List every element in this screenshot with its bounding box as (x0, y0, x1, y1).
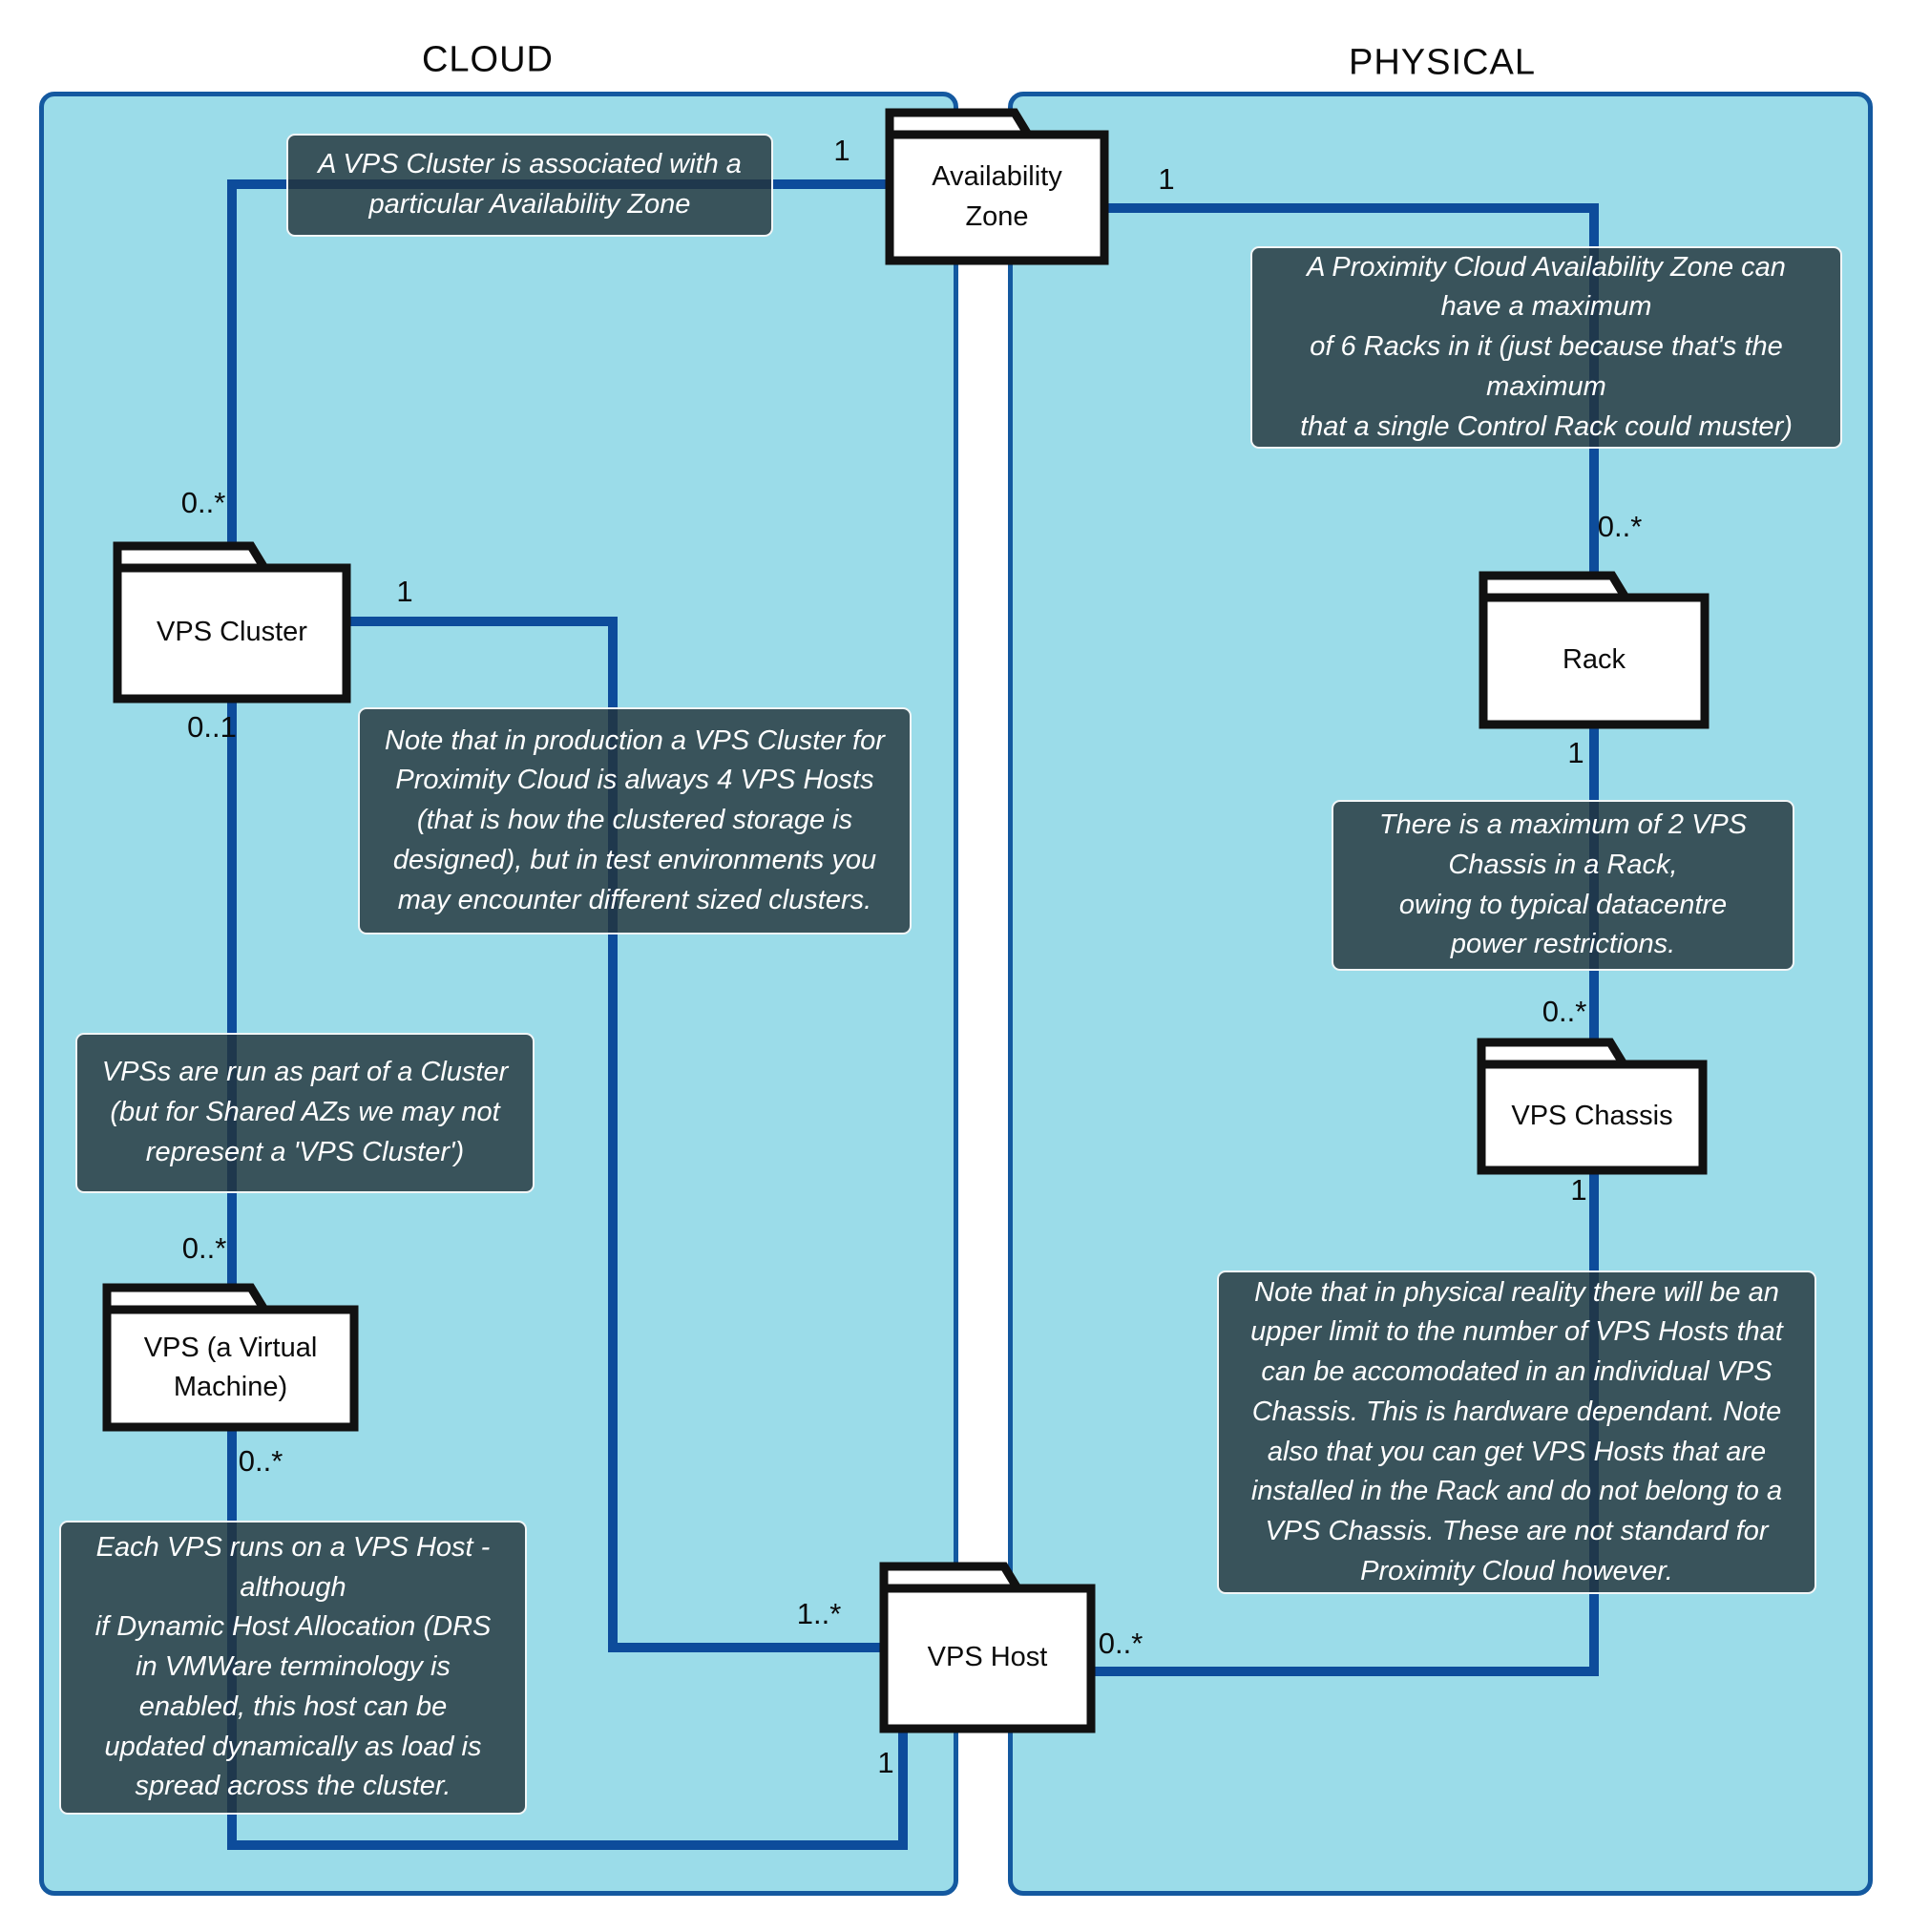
cluster-host-connector-vertical (608, 617, 618, 1652)
package-folder-icon (102, 1283, 359, 1432)
az-racks-note: A Proximity Cloud Availability Zone can … (1250, 246, 1842, 449)
vps-host-note: Each VPS runs on a VPS Host - although i… (59, 1521, 527, 1815)
multiplicity-cluster-right: 1 (396, 575, 413, 608)
chassis-hosts-note: Note that in physical reality there will… (1217, 1270, 1816, 1594)
multiplicity-host-bottom: 1 (877, 1746, 894, 1779)
vps-chassis-label: VPS Chassis (1511, 1101, 1673, 1132)
package-folder-icon (1479, 571, 1710, 729)
package-folder-icon (885, 108, 1109, 265)
multiplicity-rack-bottom: 1 (1567, 736, 1584, 769)
package-folder-icon (879, 1562, 1096, 1733)
multiplicity-az-left: 1 (833, 134, 850, 167)
multiplicity-chassis-top: 0..* (1542, 995, 1587, 1028)
multiplicity-az-right: 1 (1158, 162, 1175, 196)
cloud-section-title: CLOUD (421, 39, 555, 80)
cluster-host-connector-top (349, 617, 618, 626)
rack-label: Rack (1562, 644, 1626, 676)
multiplicity-chassis-bottom: 1 (1570, 1173, 1587, 1207)
vps-cluster-label: VPS Cluster (157, 617, 307, 648)
availability-zone-label: Availability Zone (932, 161, 1062, 232)
vps-chassis-package: VPS Chassis (1477, 1038, 1708, 1175)
vps-host-connector-vertical-right (898, 1732, 908, 1850)
az-cluster-connector-vertical (227, 179, 237, 546)
vps-host-connector-horizontal (227, 1840, 908, 1850)
availability-zone-package: Availability Zone (885, 108, 1109, 265)
vps-host-label: VPS Host (927, 1642, 1048, 1673)
rack-chassis-note: There is a maximum of 2 VPS Chassis in a… (1332, 800, 1794, 971)
multiplicity-vps-bottom: 0..* (238, 1444, 283, 1478)
multiplicity-rack-top: 0..* (1597, 510, 1643, 543)
chassis-host-connector-horizontal (1094, 1667, 1599, 1676)
multiplicity-vps-top: 0..* (181, 1231, 227, 1265)
package-folder-icon (113, 541, 351, 704)
vps-cluster-note: VPSs are run as part of a Cluster (but f… (75, 1033, 535, 1193)
multiplicity-host-right: 0..* (1098, 1627, 1143, 1660)
az-cluster-note: A VPS Cluster is associated with a parti… (286, 134, 773, 237)
physical-section-title: PHYSICAL (1349, 42, 1536, 83)
multiplicity-cluster-top: 0..* (180, 486, 226, 519)
vps-label: VPS (a Virtual Machine) (143, 1332, 318, 1402)
rack-package: Rack (1479, 571, 1710, 729)
cluster-four-hosts-note: Note that in production a VPS Cluster fo… (358, 707, 912, 934)
az-rack-connector-horizontal (1105, 203, 1599, 213)
vps-cluster-package: VPS Cluster (113, 541, 351, 704)
vps-host-package: VPS Host (879, 1562, 1096, 1733)
cluster-vps-connector (227, 702, 237, 1286)
cluster-host-connector-bottom (608, 1643, 883, 1652)
vps-package: VPS (a Virtual Machine) (102, 1283, 359, 1432)
multiplicity-cluster-bottom: 0..1 (187, 710, 237, 744)
package-folder-icon (1477, 1038, 1708, 1175)
multiplicity-host-left: 1..* (796, 1597, 842, 1630)
